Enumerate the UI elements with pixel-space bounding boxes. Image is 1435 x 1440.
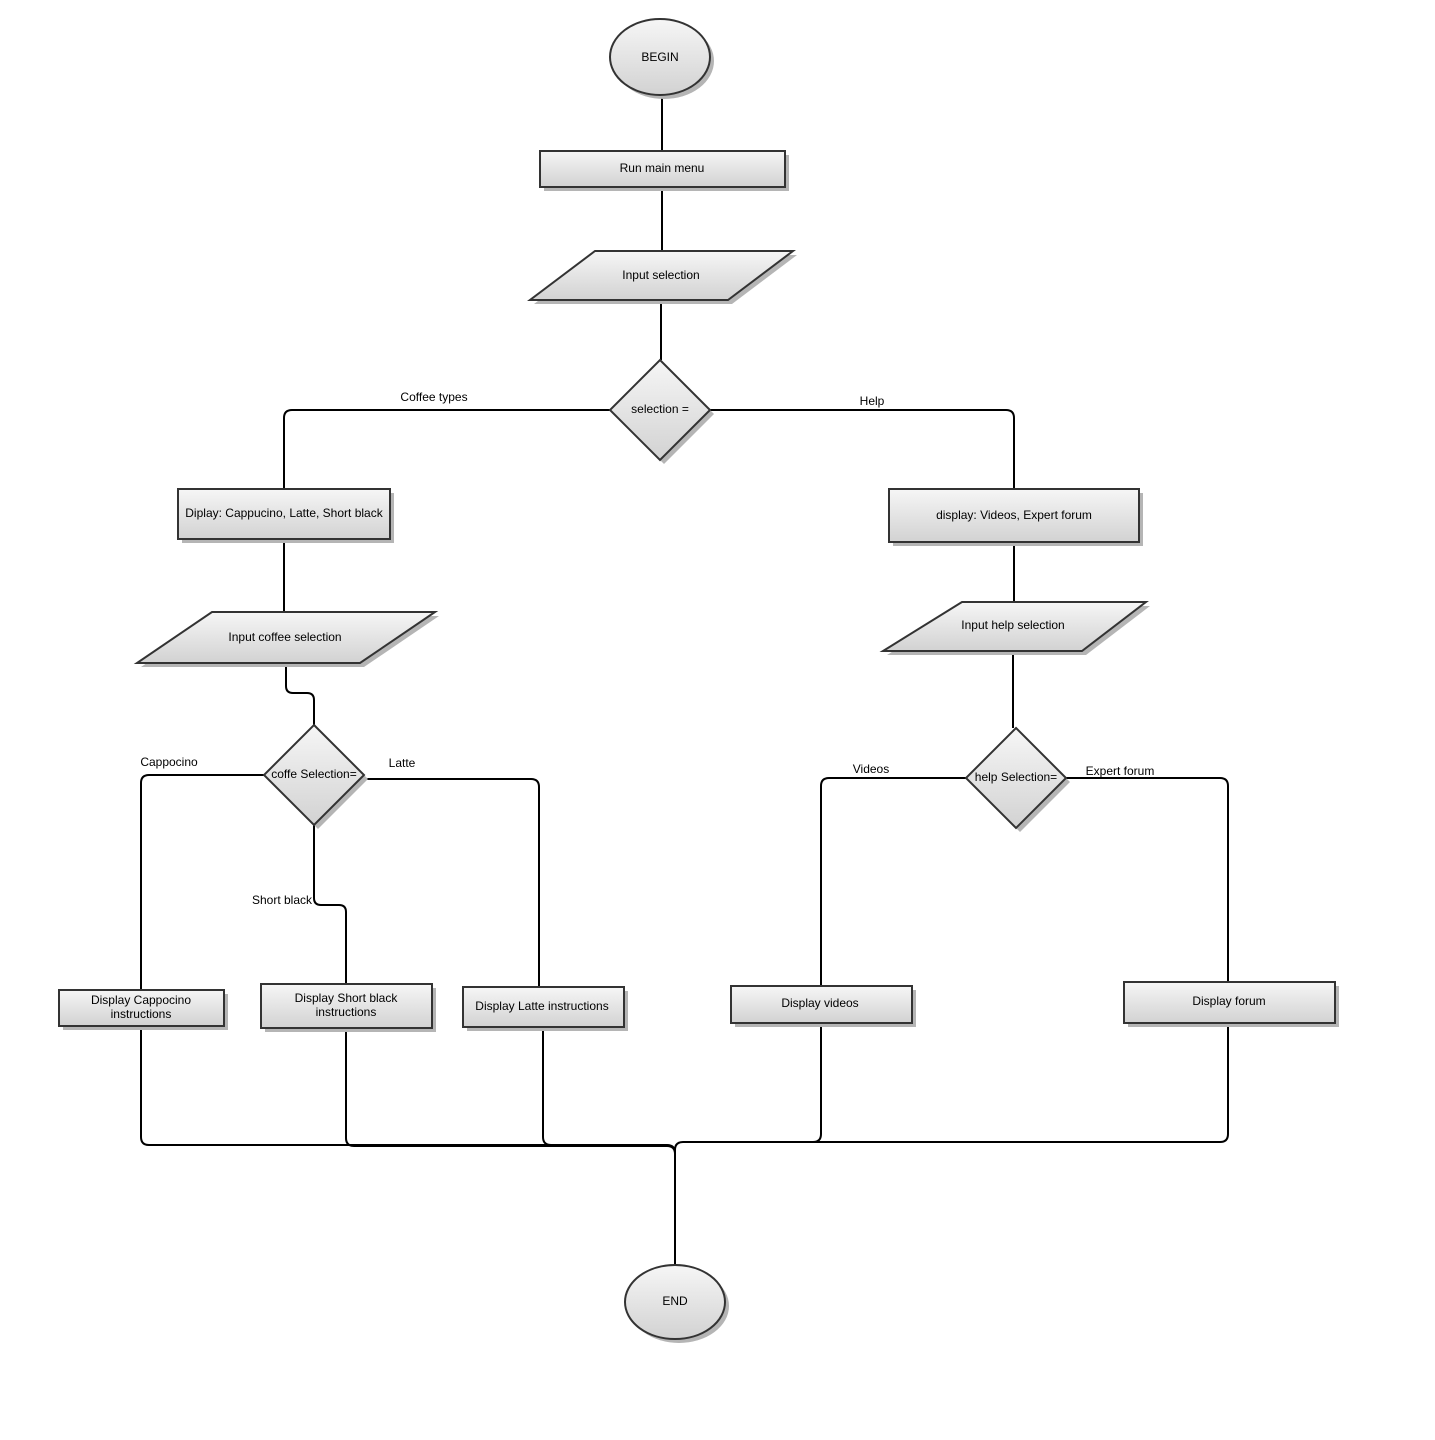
edge-label-videos: Videos <box>853 762 889 776</box>
run-main-menu-label: Run main menu <box>620 161 705 175</box>
display-cappocino-label-line2: instructions <box>111 1007 172 1021</box>
display-help-process: display: Videos, Expert forum <box>888 488 1143 546</box>
edge-label-cappocino: Cappocino <box>140 755 198 769</box>
connector-videos-end <box>674 1023 822 1151</box>
connector-short-black-end <box>345 1028 676 1155</box>
connector-forum-end <box>683 1023 1229 1143</box>
display-short-black-process: Display Short black instructions <box>260 983 436 1032</box>
end-label: END <box>662 1294 688 1308</box>
help-selection-label: help Selection= <box>975 770 1057 784</box>
edge-label-help: Help <box>860 394 885 408</box>
input-help-label: Input help selection <box>961 618 1064 632</box>
begin-label: BEGIN <box>641 50 678 64</box>
connector-videos <box>820 777 966 986</box>
edge-label-coffee-types: Coffee types <box>400 390 467 404</box>
display-help-label: display: Videos, Expert forum <box>936 508 1092 522</box>
display-videos-process: Display videos <box>730 985 916 1027</box>
edge-label-expert-forum: Expert forum <box>1086 764 1155 778</box>
input-help-io: Input help selection <box>879 601 1150 655</box>
display-cappocino-label-line1: Display Cappocino <box>91 993 191 1007</box>
connectors <box>140 95 1229 1265</box>
input-coffee-label: Input coffee selection <box>228 630 341 644</box>
display-videos-label: Display videos <box>781 996 858 1010</box>
edge-label-latte: Latte <box>389 756 416 770</box>
input-coffee-io: Input coffee selection <box>133 611 439 667</box>
selection-label: selection = <box>631 402 689 416</box>
display-coffee-label: Diplay: Cappucino, Latte, Short black <box>185 506 383 520</box>
display-forum-process: Display forum <box>1123 981 1339 1027</box>
display-latte-process: Display Latte instructions <box>462 986 628 1031</box>
connector-help <box>710 409 1015 489</box>
end-terminal: END <box>624 1264 729 1343</box>
display-short-black-label-line2: instructions <box>316 1005 377 1019</box>
connector-cappocino-end <box>140 1026 676 1154</box>
connector-short-black <box>313 825 347 984</box>
selection-decision: selection = <box>608 358 714 464</box>
begin-terminal: BEGIN <box>609 18 714 99</box>
input-selection-io: Input selection <box>527 250 797 304</box>
coffe-selection-label: coffe Selection= <box>271 767 357 781</box>
display-forum-label: Display forum <box>1192 994 1265 1008</box>
connector-latte-end <box>542 1027 667 1146</box>
connector-latte <box>364 778 540 987</box>
help-selection-decision: help Selection= <box>964 726 1070 832</box>
display-latte-label: Display Latte instructions <box>475 999 608 1013</box>
connector-cappocino <box>140 774 264 990</box>
connector-expert-forum <box>1066 777 1229 982</box>
run-main-menu-process: Run main menu <box>539 150 789 191</box>
coffe-selection-decision: coffe Selection= <box>262 723 368 829</box>
display-coffee-process: Diplay: Cappucino, Latte, Short black <box>177 488 394 543</box>
input-selection-label: Input selection <box>622 268 699 282</box>
edge-label-short-black: Short black <box>252 893 313 907</box>
connector-coffee-types <box>283 409 610 489</box>
display-short-black-label-line1: Display Short black <box>295 991 399 1005</box>
display-cappocino-process: Display Cappocino instructions <box>58 989 228 1030</box>
connector-input-coffee-decision <box>285 663 315 725</box>
